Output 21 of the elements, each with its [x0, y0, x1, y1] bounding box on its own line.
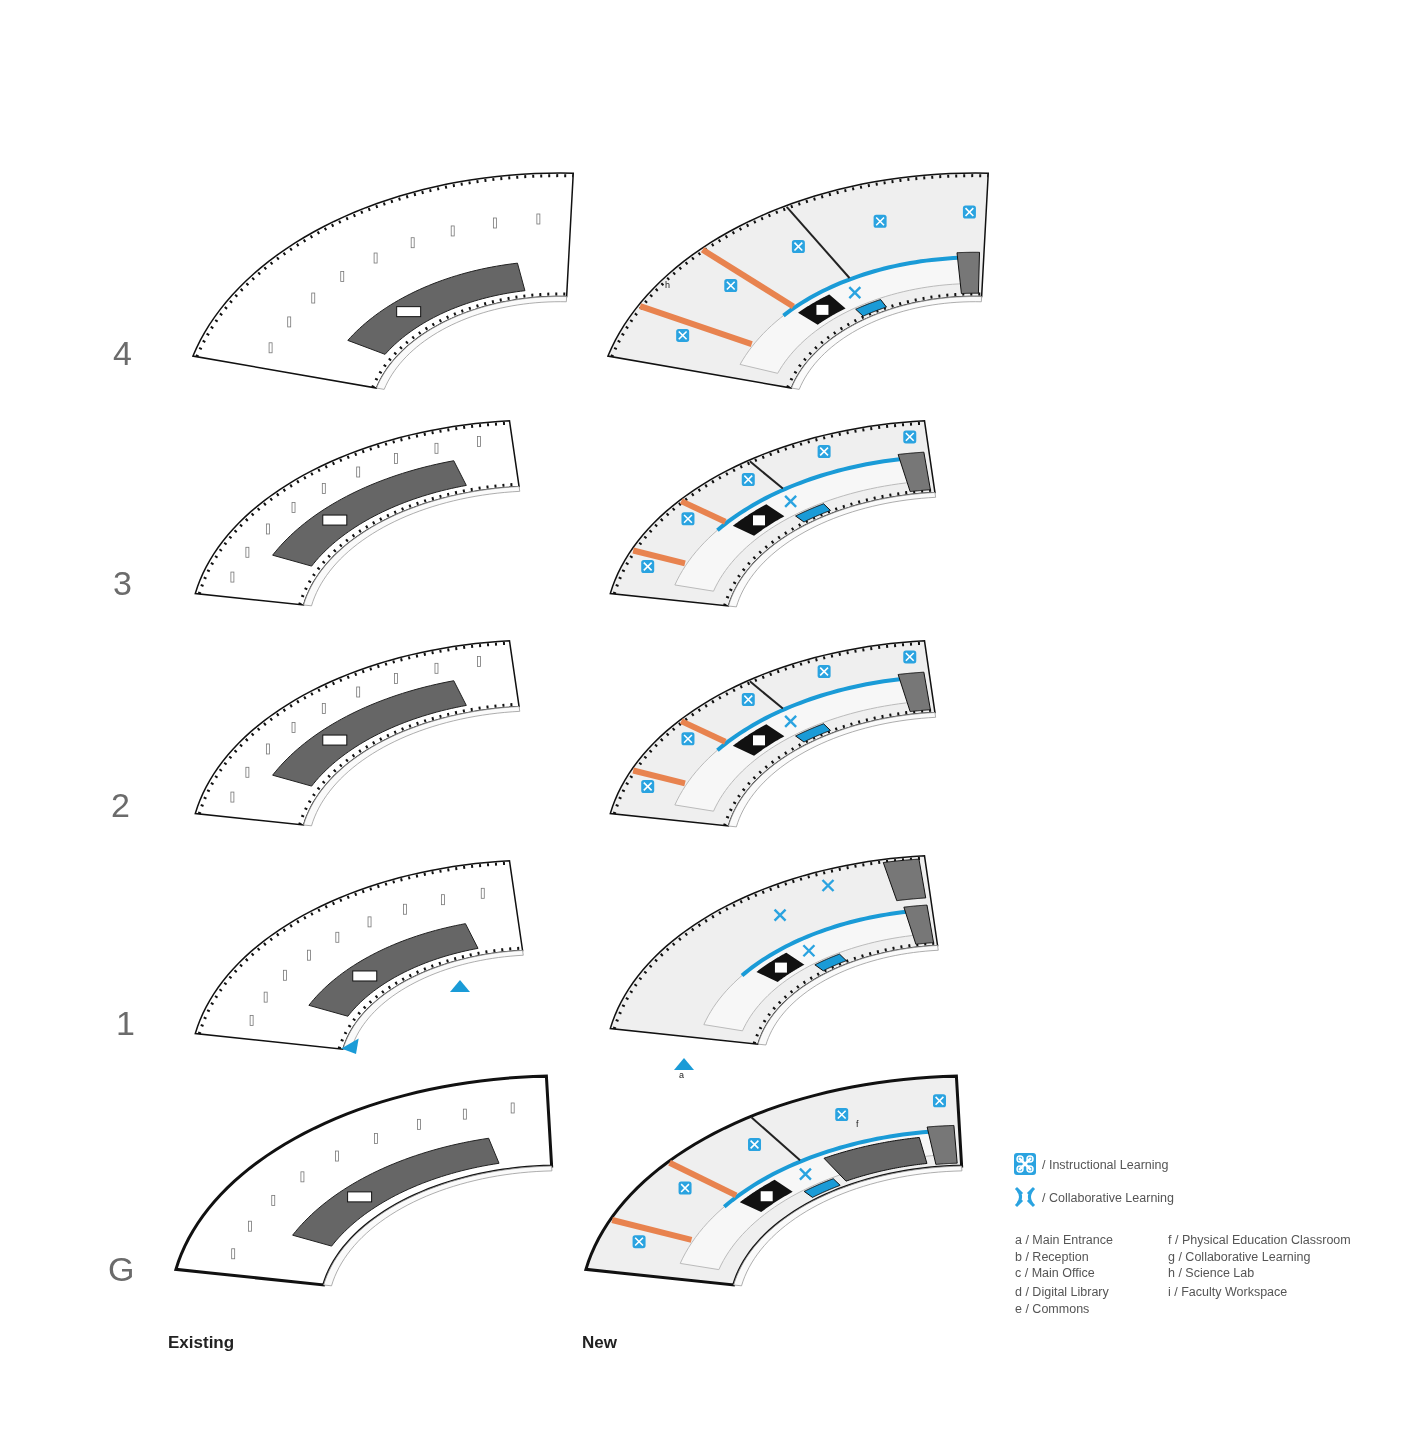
key-entry: e / Commons: [1015, 1303, 1090, 1316]
floor-number: 3: [113, 566, 132, 600]
legend-label: / Instructional Learning: [1042, 1159, 1169, 1172]
key-entry: d / Digital Library: [1015, 1286, 1109, 1299]
key-entry: c / Main Office: [1015, 1267, 1095, 1280]
floor-number: G: [108, 1252, 135, 1286]
key-entry: f / Physical Education Classroom: [1168, 1234, 1351, 1247]
key-entry: g / Collaborative Learning: [1168, 1251, 1311, 1264]
floor-number: 2: [111, 788, 130, 822]
key-entry: h / Science Lab: [1168, 1267, 1255, 1280]
column-heading: New: [582, 1334, 617, 1351]
column-heading: Existing: [168, 1334, 235, 1351]
floor-number: 4: [113, 336, 132, 370]
key-entry: b / Reception: [1015, 1251, 1089, 1264]
key-entry: a / Main Entrance: [1015, 1234, 1113, 1247]
floor-number: 1: [116, 1006, 135, 1040]
key-entry: i / Faculty Workspace: [1168, 1286, 1288, 1299]
room-letter: a: [679, 1071, 684, 1080]
room-letter: h: [665, 281, 670, 290]
room-letter: f: [856, 1120, 859, 1129]
legend-label: / Collaborative Learning: [1042, 1192, 1175, 1205]
